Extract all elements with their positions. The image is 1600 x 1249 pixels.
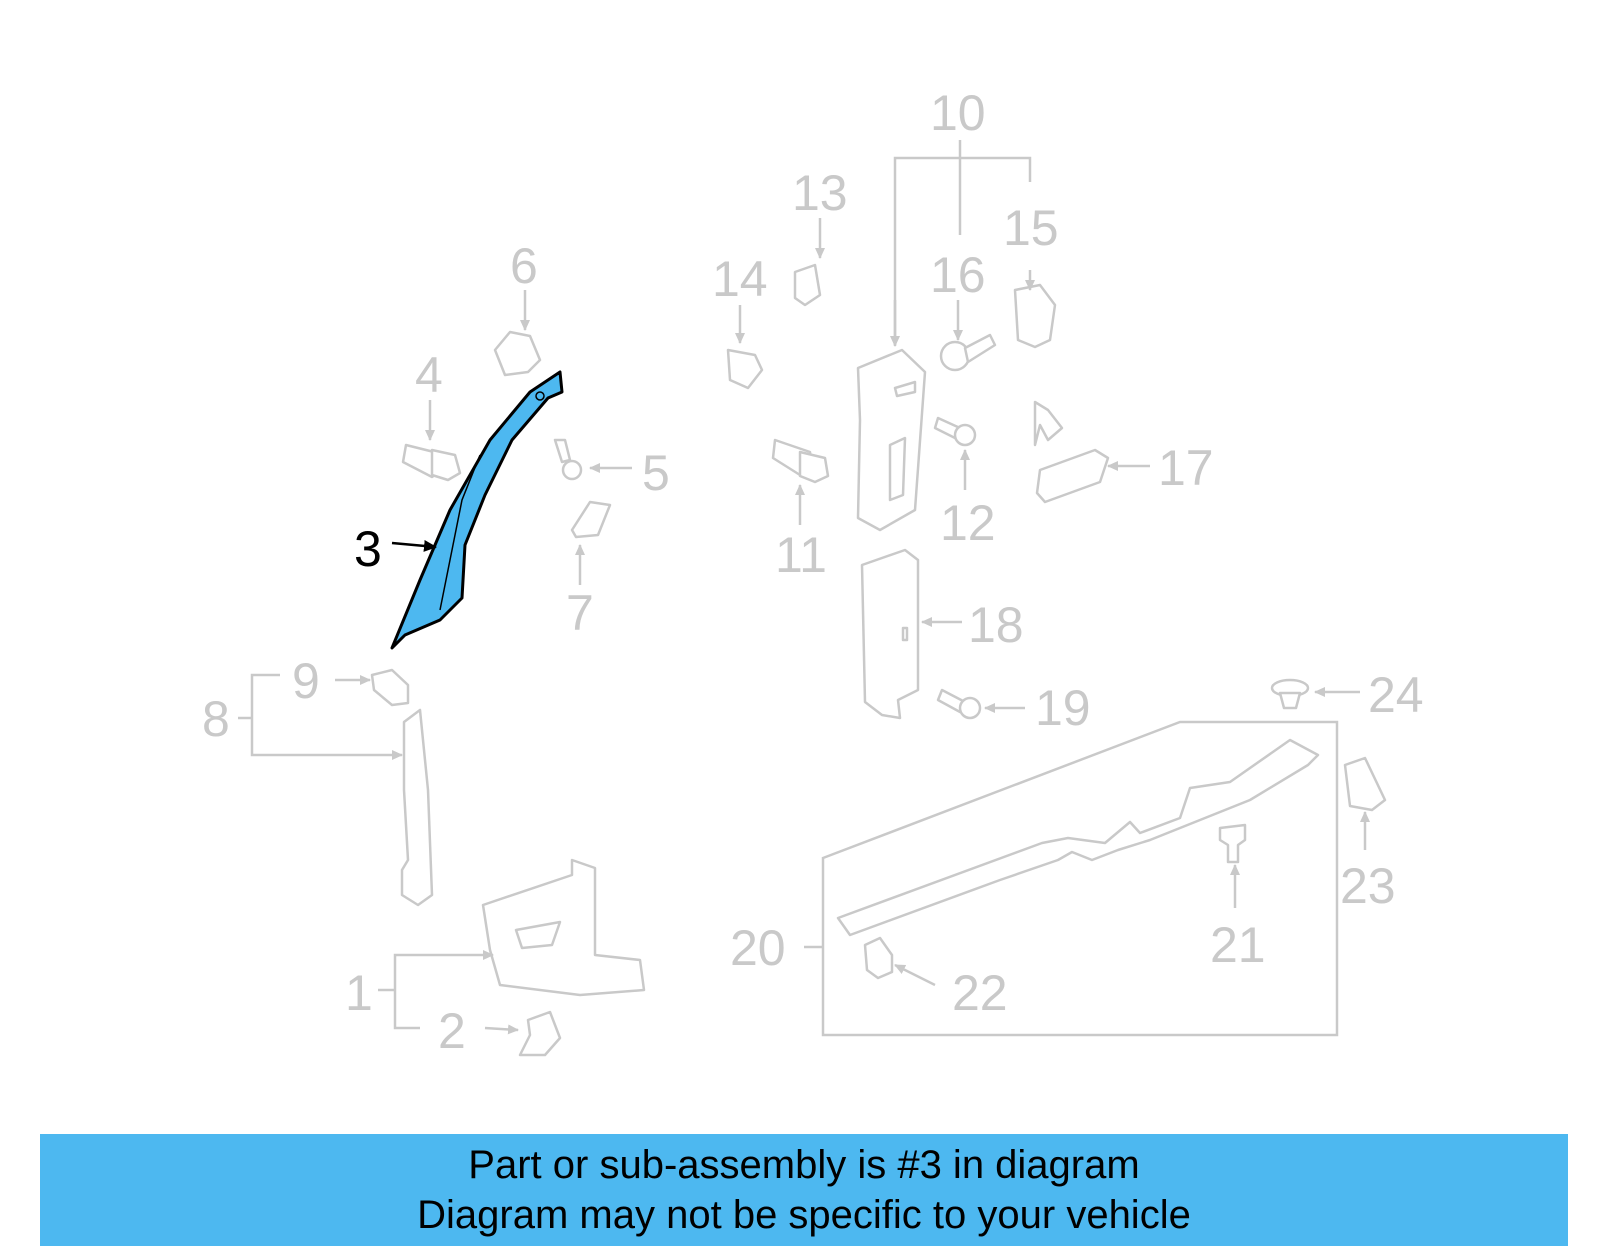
leader-3 [391,539,437,552]
callout-14[interactable]: 14 [712,251,768,307]
part-11-bolt[interactable] [771,438,830,484]
callout-11[interactable]: 11 [775,527,827,583]
banner-line-1: Part or sub-assembly is #3 in diagram [468,1143,1140,1187]
part-3-pillar-trim[interactable] [390,370,564,650]
callout-3[interactable]: 3 [354,521,382,577]
callout-6[interactable]: 6 [510,238,538,294]
part-5-screw[interactable] [553,438,583,481]
part-14-clip[interactable] [726,348,764,390]
callout-22[interactable]: 22 [952,965,1008,1021]
part-10-b-pillar-upper[interactable] [856,348,927,532]
part-18-b-pillar-lower[interactable] [860,548,920,720]
callout-9[interactable]: 9 [292,653,320,709]
part-8-pillar-strip[interactable] [400,708,434,907]
part-4-bolt[interactable] [401,443,462,482]
callout-8[interactable]: 8 [202,691,230,747]
callout-23[interactable]: 23 [1340,858,1396,914]
part-12-screw[interactable] [933,416,977,447]
callout-17[interactable]: 17 [1158,440,1214,496]
part-1-kick-panel[interactable] [481,858,646,997]
part-6-clip[interactable] [493,330,542,377]
callout-10[interactable]: 10 [930,85,986,141]
callout-4[interactable]: 4 [415,347,443,403]
callout-24[interactable]: 24 [1368,667,1424,723]
info-banner: Part or sub-assembly is #3 in diagram Di… [40,1134,1568,1246]
callout-18[interactable]: 18 [968,597,1024,653]
callout-13[interactable]: 13 [792,165,848,221]
part-17-cover[interactable] [1033,400,1110,504]
callout-21[interactable]: 21 [1210,917,1266,973]
part-9-clip[interactable] [370,668,410,707]
part-15-anchor-cover[interactable] [1013,283,1057,349]
part-20-sill-plate-group[interactable] [821,720,1339,1037]
banner-line-2: Diagram may not be specific to your vehi… [417,1193,1191,1237]
part-21-clip[interactable] [1218,823,1247,864]
callout-5[interactable]: 5 [642,445,670,501]
callout-15[interactable]: 15 [1003,200,1059,256]
part-24-clip[interactable] [1270,678,1310,710]
part-7-clip[interactable] [570,500,612,539]
part-23-cover[interactable] [1343,756,1387,812]
callout-20[interactable]: 20 [730,920,786,976]
callout-19[interactable]: 19 [1035,680,1091,736]
callout-16[interactable]: 16 [930,247,986,303]
callout-12[interactable]: 12 [940,495,996,551]
part-2-clip[interactable] [518,1010,562,1057]
part-22-clip[interactable] [863,936,894,980]
callout-1[interactable]: 1 [345,965,373,1021]
part-16-screw[interactable] [939,333,997,372]
callout-2[interactable]: 2 [438,1003,466,1059]
part-19-screw[interactable] [936,688,982,720]
callout-7[interactable]: 7 [566,585,594,641]
part-13-clip[interactable] [793,263,822,307]
